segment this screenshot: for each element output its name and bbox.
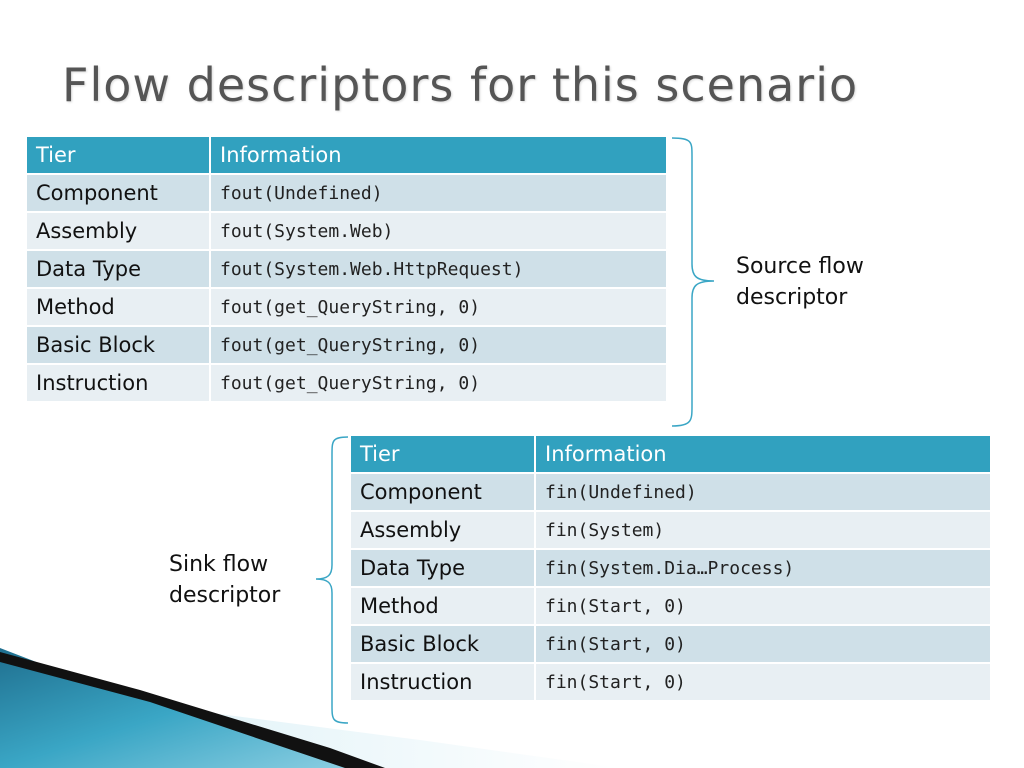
tier-cell: Basic Block	[25, 325, 211, 365]
tier-cell: Instruction	[25, 363, 211, 403]
information-cell: fout(Undefined)	[209, 173, 668, 213]
column-header-information: Information	[534, 434, 992, 474]
table-row: Method fin(Start, 0)	[349, 586, 992, 626]
sink-brace-icon	[315, 436, 349, 724]
table-header-row: Tier Information	[349, 434, 992, 474]
slide-title: Flow descriptors for this scenario	[62, 58, 859, 112]
tier-cell: Assembly	[25, 211, 211, 251]
sink-flow-label: Sink flow descriptor	[169, 549, 280, 611]
table-row: Assembly fin(System)	[349, 510, 992, 550]
information-cell: fout(get_QueryString, 0)	[209, 325, 668, 365]
table-row: Instruction fin(Start, 0)	[349, 662, 992, 702]
sink-flow-table: Tier Information Component fin(Undefined…	[349, 434, 992, 702]
tier-cell: Instruction	[349, 662, 536, 702]
information-cell: fout(System.Web)	[209, 211, 668, 251]
tier-cell: Basic Block	[349, 624, 536, 664]
tier-cell: Component	[349, 472, 536, 512]
tier-cell: Method	[349, 586, 536, 626]
tier-cell: Data Type	[25, 249, 211, 289]
column-header-tier: Tier	[25, 135, 211, 175]
table-row: Instruction fout(get_QueryString, 0)	[25, 363, 668, 403]
column-header-information: Information	[209, 135, 668, 175]
table-header-row: Tier Information	[25, 135, 668, 175]
information-cell: fin(System.Dia…Process)	[534, 548, 992, 588]
information-cell: fout(System.Web.HttpRequest)	[209, 249, 668, 289]
table-row: Component fin(Undefined)	[349, 472, 992, 512]
source-label-line1: Source flow	[736, 254, 864, 279]
source-label-line2: descriptor	[736, 285, 848, 310]
information-cell: fin(Undefined)	[534, 472, 992, 512]
sink-label-line2: descriptor	[169, 583, 281, 608]
tier-cell: Data Type	[349, 548, 536, 588]
information-cell: fout(get_QueryString, 0)	[209, 363, 668, 403]
swoosh-blue	[0, 648, 370, 768]
source-brace-icon	[671, 137, 715, 427]
column-header-tier: Tier	[349, 434, 536, 474]
table-row: Data Type fin(System.Dia…Process)	[349, 548, 992, 588]
information-cell: fin(Start, 0)	[534, 624, 992, 664]
swoosh-dark	[0, 652, 385, 768]
table-row: Method fout(get_QueryString, 0)	[25, 287, 668, 327]
tier-cell: Method	[25, 287, 211, 327]
table-row: Data Type fout(System.Web.HttpRequest)	[25, 249, 668, 289]
information-cell: fin(System)	[534, 510, 992, 550]
table-row: Basic Block fin(Start, 0)	[349, 624, 992, 664]
information-cell: fin(Start, 0)	[534, 662, 992, 702]
tier-cell: Component	[25, 173, 211, 213]
source-flow-label: Source flow descriptor	[736, 251, 864, 313]
table-row: Basic Block fout(get_QueryString, 0)	[25, 325, 668, 365]
tier-cell: Assembly	[349, 510, 536, 550]
table-row: Component fout(Undefined)	[25, 173, 668, 213]
sink-label-line1: Sink flow	[169, 552, 269, 577]
source-flow-table: Tier Information Component fout(Undefine…	[25, 135, 668, 403]
information-cell: fout(get_QueryString, 0)	[209, 287, 668, 327]
information-cell: fin(Start, 0)	[534, 586, 992, 626]
table-row: Assembly fout(System.Web)	[25, 211, 668, 251]
